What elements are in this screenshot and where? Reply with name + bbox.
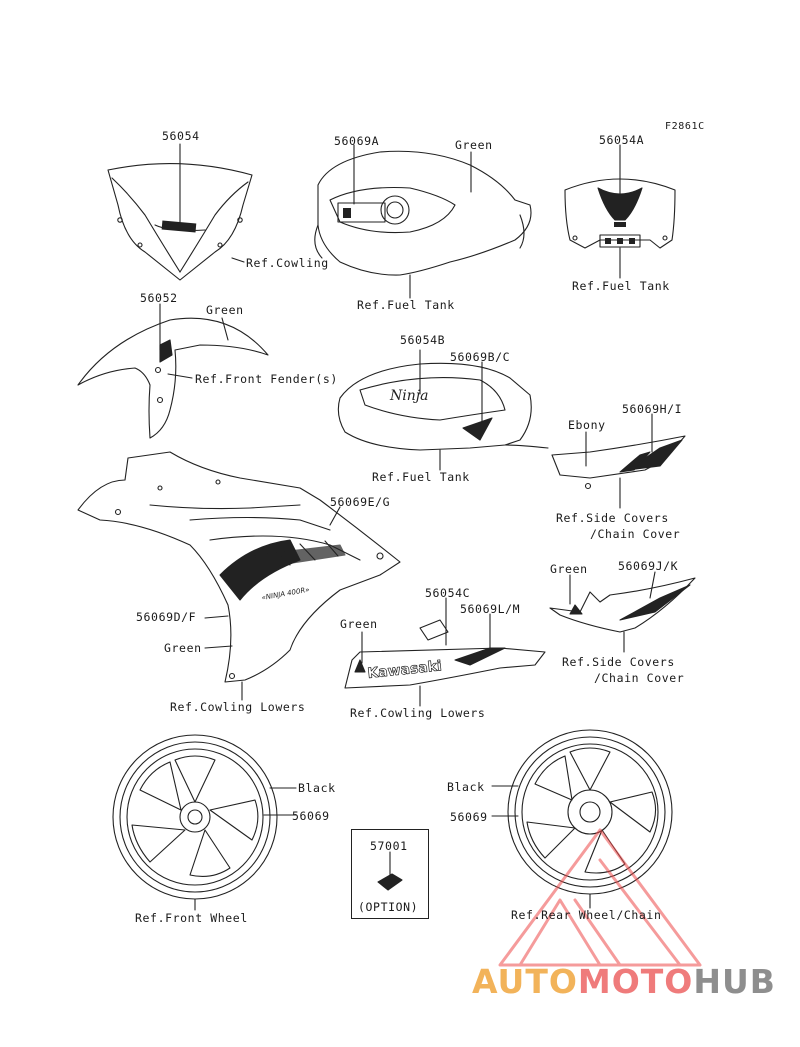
label-ref-side-covers-2b: /Chain Cover [594, 671, 685, 685]
svg-text:Kawasaki: Kawasaki [367, 658, 443, 682]
label-56069-front: 56069 [292, 809, 330, 823]
label-ref-side-covers-2a: Ref.Side Covers [562, 655, 675, 669]
label-ref-side-covers-1a: Ref.Side Covers [556, 511, 669, 525]
label-56069BC: 56069B/C [450, 350, 511, 364]
svg-text:«NINJA 400R»: «NINJA 400R» [261, 586, 310, 602]
windscreen-drawing [107, 163, 253, 281]
label-green-side: Green [550, 562, 588, 576]
option-part-drawing [377, 851, 403, 891]
label-56069JK: 56069J/K [618, 559, 679, 573]
side-cover-lower-drawing [549, 577, 696, 633]
label-ref-front-wheel: Ref.Front Wheel [135, 911, 248, 925]
figure-id: F2861C [665, 121, 705, 132]
label-56069-rear: 56069 [450, 810, 488, 824]
label-56054B: 56054B [400, 333, 446, 347]
svg-text:Ninja: Ninja [389, 388, 428, 404]
watermark-logo-icon [498, 828, 702, 967]
cowling-drawing: «NINJA 400R» [77, 451, 401, 683]
label-green-cowl-lower: Green [164, 641, 202, 655]
label-green-tank: Green [455, 138, 493, 152]
leader-56069EG [329, 506, 341, 526]
label-ref-side-covers-1b: /Chain Cover [590, 527, 681, 541]
label-56054A: 56054A [599, 133, 645, 147]
label-green-lower-right: Green [340, 617, 378, 631]
leader-56069DF [204, 615, 229, 619]
label-ref-cowling: Ref.Cowling [246, 256, 329, 270]
label-56054: 56054 [162, 129, 200, 143]
watermark-text: AUTOMOTOHUB [472, 962, 776, 1001]
label-56052: 56052 [140, 291, 178, 305]
front-fender-drawing [77, 317, 269, 439]
watermark-part-3: HUB [693, 962, 776, 1001]
label-option: (OPTION) [358, 900, 419, 914]
label-56069DF: 56069D/F [136, 610, 197, 624]
label-ref-fuel-tank-mid: Ref.Fuel Tank [372, 470, 470, 484]
label-56069A: 56069A [334, 134, 380, 148]
option-part-box [351, 829, 429, 919]
fuel-tank-side-drawing: Ninja [337, 362, 549, 451]
label-ref-rear-wheel: Ref.Rear Wheel/Chain [511, 908, 662, 922]
leader-green-cowl-lower [204, 645, 233, 649]
label-green-fender: Green [206, 303, 244, 317]
fuel-tank-top-drawing [314, 150, 532, 276]
leader-56069JK [649, 571, 656, 599]
label-ref-cowling-lowers-left: Ref.Cowling Lowers [170, 700, 306, 714]
label-ebony: Ebony [568, 418, 606, 432]
leader-green-fender [221, 317, 229, 341]
watermark-part-2: MOTO [577, 962, 694, 1001]
label-56054C: 56054C [425, 586, 471, 600]
side-cover-drawing [551, 435, 686, 490]
label-56069EG: 56069E/G [330, 495, 391, 509]
label-ref-front-fender: Ref.Front Fender(s) [195, 372, 338, 386]
label-ref-fuel-tank-top: Ref.Fuel Tank [357, 298, 455, 312]
label-black-front: Black [298, 781, 336, 795]
label-56069HI: 56069H/I [622, 402, 683, 416]
label-ref-cowling-lowers-mid: Ref.Cowling Lowers [350, 706, 486, 720]
rear-wheel-drawing [507, 729, 673, 895]
label-black-rear: Black [447, 780, 485, 794]
leader-ref-front-fender [167, 373, 193, 379]
watermark-part-1: AUTO [472, 962, 578, 1001]
label-ref-fuel-tank-right: Ref.Fuel Tank [572, 279, 670, 293]
label-56069LM: 56069L/M [460, 602, 521, 616]
label-57001: 57001 [370, 839, 408, 853]
leader-ref-cowling [231, 257, 245, 263]
front-wheel-drawing [112, 734, 278, 900]
